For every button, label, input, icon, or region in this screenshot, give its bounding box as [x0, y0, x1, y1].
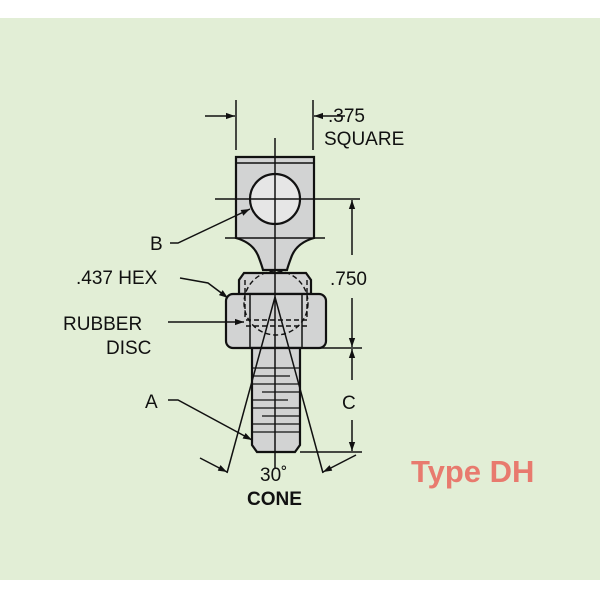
b-label: B: [150, 234, 163, 255]
a-label: A: [145, 392, 158, 413]
leader-b: [170, 208, 251, 244]
leader-a: [168, 399, 253, 441]
thread-lines: [252, 367, 300, 433]
leader-hex: [179, 277, 229, 299]
hidden-ball: [243, 270, 309, 336]
disc-label: DISC: [106, 338, 151, 359]
cone-label: CONE: [247, 489, 302, 510]
cone-line-left: [226, 296, 276, 474]
rubber-label: RUBBER: [63, 314, 142, 335]
hex-label: .437 HEX: [76, 268, 158, 289]
cone-line-right: [274, 296, 324, 474]
angle-arrow-right: [322, 454, 357, 473]
c-label: C: [342, 393, 356, 414]
square-word-label: SQUARE: [324, 129, 404, 150]
type-title: Type DH: [411, 454, 534, 489]
angle-arrow-left: [199, 457, 228, 473]
square-dim-label: .375: [328, 106, 365, 127]
height-dim-label: .750: [330, 269, 367, 290]
angle-label: 30˚: [260, 465, 287, 486]
